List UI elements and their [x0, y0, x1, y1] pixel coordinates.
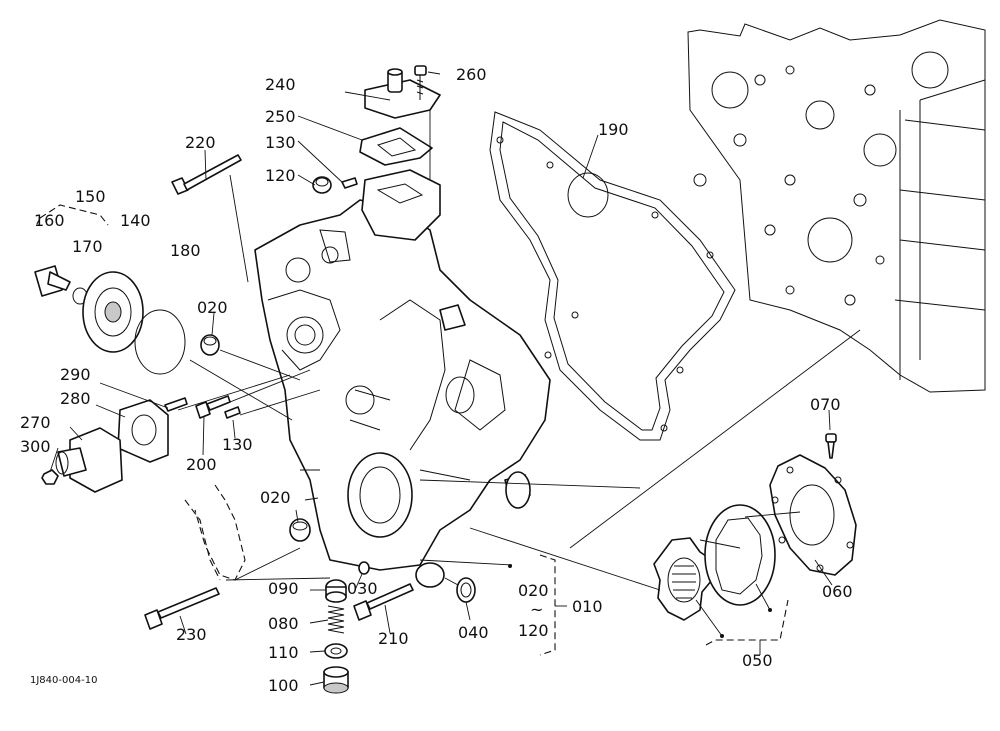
pin-130-top[interactable] — [341, 177, 358, 189]
part-labels: 240 260 250 130 120 190 220 150 160 140 … — [20, 65, 853, 695]
gear-case[interactable] — [254, 199, 551, 588]
label-tilde: ~ — [530, 600, 543, 619]
bolt-230[interactable] — [144, 587, 220, 630]
label-020-b: 020 — [260, 488, 291, 507]
label-160: 160 — [34, 211, 65, 230]
spring-080[interactable] — [327, 605, 345, 634]
label-210: 210 — [378, 629, 409, 648]
engine-block — [687, 19, 986, 393]
label-240: 240 — [265, 75, 296, 94]
plug-030[interactable] — [358, 561, 370, 575]
inner-rotor-050[interactable] — [653, 537, 713, 621]
gasket-250[interactable] — [359, 127, 433, 166]
label-060: 060 — [822, 582, 853, 601]
gasket-280[interactable] — [117, 399, 169, 463]
label-040: 040 — [458, 623, 489, 642]
label-150: 150 — [75, 187, 106, 206]
bracket-010 — [508, 554, 567, 656]
label-180: 180 — [170, 241, 201, 260]
bracket-150 — [35, 204, 109, 227]
label-080: 080 — [268, 614, 299, 633]
stud-290[interactable] — [164, 397, 188, 412]
label-020-range: 020 — [518, 581, 549, 600]
bolt-220[interactable] — [171, 154, 242, 195]
plug-160[interactable] — [34, 265, 71, 297]
label-130: 130 — [222, 435, 253, 454]
gasket-190[interactable] — [489, 111, 736, 441]
label-230: 230 — [176, 625, 207, 644]
label-270: 270 — [20, 413, 51, 432]
bolt-260[interactable] — [414, 65, 427, 100]
thermostat-cover-240[interactable] — [364, 68, 441, 119]
dowel-120-top[interactable] — [312, 176, 332, 194]
valve-090[interactable] — [325, 579, 347, 603]
water-outlet-270[interactable] — [55, 427, 123, 493]
nut-300[interactable] — [41, 469, 59, 485]
label-090: 090 — [268, 579, 299, 598]
leader-lines — [49, 71, 861, 686]
bracket-050 — [695, 583, 789, 655]
label-260: 260 — [456, 65, 487, 84]
label-220: 220 — [185, 133, 216, 152]
label-120-top: 120 — [265, 166, 296, 185]
label-020-a: 020 — [197, 298, 228, 317]
label-170: 170 — [72, 237, 103, 256]
label-200: 200 — [186, 455, 217, 474]
label-300: 300 — [20, 437, 51, 456]
label-050: 050 — [742, 651, 773, 670]
bracket-sketch — [184, 484, 246, 581]
label-100: 100 — [268, 676, 299, 695]
label-130-top: 130 — [265, 133, 296, 152]
pin-130[interactable] — [224, 406, 241, 419]
plug-100[interactable] — [323, 666, 349, 694]
bolt-210[interactable] — [353, 583, 414, 621]
dowel-020-b[interactable] — [289, 518, 311, 542]
label-280: 280 — [60, 389, 91, 408]
outer-rotor-050[interactable] — [704, 504, 776, 606]
label-250: 250 — [265, 107, 296, 126]
label-190: 190 — [598, 120, 629, 139]
thermostat-housing[interactable] — [361, 169, 441, 241]
label-290: 290 — [60, 365, 91, 384]
pump-cover-060[interactable] — [769, 454, 857, 576]
washer-110[interactable] — [324, 643, 348, 659]
drawing-code: 1J840-004-10 — [30, 675, 97, 686]
label-140: 140 — [120, 211, 151, 230]
label-070: 070 — [810, 395, 841, 414]
label-010: 010 — [572, 597, 603, 616]
label-120-range: 120 — [518, 621, 549, 640]
bolt-200[interactable] — [195, 395, 231, 419]
o-ring-180[interactable] — [134, 309, 186, 375]
cover-140[interactable] — [82, 271, 144, 353]
label-030: 030 — [347, 579, 378, 598]
dowel-020-a[interactable] — [200, 334, 220, 356]
seal-040[interactable] — [456, 577, 476, 603]
label-110: 110 — [268, 643, 299, 662]
screw-070[interactable] — [825, 433, 837, 459]
